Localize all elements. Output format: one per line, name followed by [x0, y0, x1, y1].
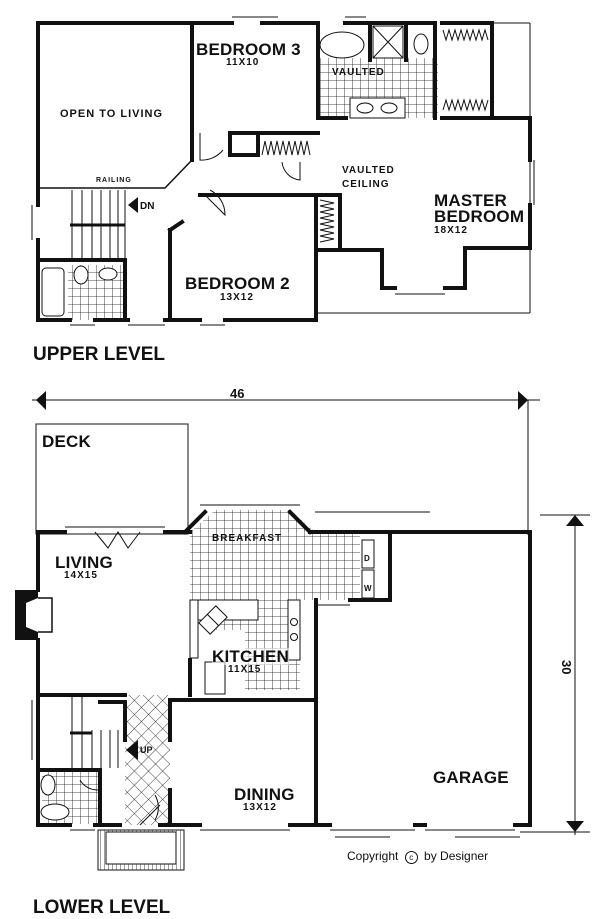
- dimension-arrow-top-icon: [566, 515, 584, 526]
- room-label-bedroom-3: BEDROOM 3: [196, 40, 301, 59]
- copyright-prefix: Copyright: [347, 849, 399, 863]
- dimension-arrow-bottom-icon: [566, 821, 584, 832]
- copyright-symbol-icon: c: [404, 851, 418, 864]
- upper-level-title: UPPER LEVEL: [33, 344, 165, 365]
- room-size-master: 18X12: [434, 225, 468, 236]
- label-railing: RAILING: [96, 177, 132, 184]
- room-label-master-1: MASTER: [434, 191, 507, 210]
- label-stairs-down: DN: [140, 201, 155, 212]
- room-label-bedroom-2: BEDROOM 2: [185, 274, 290, 293]
- label-washer: W: [364, 584, 372, 593]
- label-vaulted-bath: VAULTED: [332, 67, 385, 78]
- room-size-bedroom-3: 11X10: [226, 57, 260, 68]
- label-vaulted-ceiling-2: CEILING: [342, 179, 390, 190]
- dimension-depth: 30: [559, 660, 574, 675]
- room-label-living: LIVING: [55, 553, 113, 572]
- lower-level-plan: [15, 391, 590, 871]
- room-label-kitchen: KITCHEN: [212, 647, 289, 666]
- room-label-master-2: BEDROOM: [434, 207, 525, 226]
- down-arrow-icon: [128, 197, 138, 213]
- room-label-deck: DECK: [42, 432, 91, 451]
- up-arrow-icon: [126, 740, 138, 760]
- label-stairs-up: UP: [140, 745, 153, 755]
- dimension-width: 46: [230, 386, 245, 401]
- label-dryer: D: [364, 554, 370, 563]
- room-label-dining: DINING: [234, 785, 295, 804]
- dimension-arrow-left-icon: [36, 391, 46, 410]
- dimension-arrow-right-icon: [518, 391, 528, 410]
- upper-level-plan: [31, 16, 535, 326]
- room-size-dining: 13X12: [243, 802, 277, 813]
- lower-level-title: LOWER LEVEL: [33, 897, 171, 918]
- room-size-bedroom-2: 13X12: [220, 292, 254, 303]
- room-label-open-to-living: OPEN TO LIVING: [60, 108, 164, 120]
- copyright-notice: Copyright c by Designer: [347, 849, 488, 864]
- room-label-breakfast: BREAKFAST: [212, 533, 283, 544]
- room-size-kitchen: 11X15: [228, 664, 262, 675]
- room-label-garage: GARAGE: [433, 768, 509, 787]
- label-vaulted-ceiling-1: VAULTED: [342, 165, 395, 176]
- room-size-living: 14X15: [64, 570, 98, 581]
- copyright-suffix: by Designer: [424, 849, 489, 863]
